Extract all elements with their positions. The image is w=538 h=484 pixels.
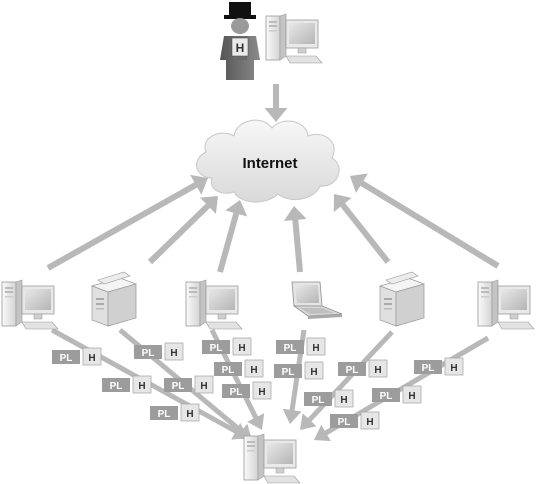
packet-payload	[102, 378, 130, 392]
internet-label: Internet	[242, 155, 297, 172]
arrow-zombie-6-to-internet	[350, 173, 500, 269]
packet-header	[180, 403, 200, 422]
packet-header-label: H	[340, 395, 347, 406]
attack-packet: PL H	[274, 361, 324, 380]
packet-header-label: H	[250, 365, 257, 376]
attack-packet: PL H	[222, 381, 272, 400]
zombie-desktop-1-icon	[1, 279, 59, 330]
packet-payload	[414, 360, 442, 374]
packet-header-label: H	[88, 353, 95, 364]
packet-payload-label: PL	[60, 353, 73, 364]
packet-payload	[214, 362, 242, 376]
attacker-computer-icon	[265, 13, 323, 64]
packet-payload-label: PL	[158, 409, 171, 420]
packet-payload	[134, 345, 162, 359]
attack-packet: PL H	[202, 337, 252, 356]
zombie-desktop-3-icon	[477, 279, 535, 330]
packet-header-label: H	[374, 365, 381, 376]
zombie-desktop-2-icon	[185, 279, 243, 330]
packet-header-label: H	[238, 343, 245, 354]
attack-packet: PL H	[414, 357, 464, 376]
packet-payload	[304, 392, 332, 406]
packet-header-label: H	[310, 367, 317, 378]
packet-header	[306, 337, 326, 356]
packet-payload	[164, 378, 192, 392]
attack-packet: PL H	[330, 411, 380, 430]
packet-payload	[202, 340, 230, 354]
packet-header	[368, 359, 388, 378]
packet-payload-label: PL	[222, 365, 235, 376]
packet-header-label: H	[200, 381, 207, 392]
packet-header-label: H	[366, 417, 373, 428]
arrow-zombie-1-to-internet	[46, 174, 208, 271]
arrow-zombie-3-to-internet	[217, 200, 248, 273]
packet-header-label: H	[408, 391, 415, 402]
internet-cloud: Internet	[196, 119, 340, 203]
attack-packet: PL H	[276, 337, 326, 356]
packet-header-label: H	[312, 343, 319, 354]
packet-payload-label: PL	[284, 343, 297, 354]
packet-payload	[150, 406, 178, 420]
packet-header-label: H	[258, 387, 265, 398]
packet-header	[360, 411, 380, 430]
victim-computer-icon	[243, 433, 301, 484]
zombie-server-2-icon	[379, 271, 425, 327]
packet-header	[304, 361, 324, 380]
packet-header-label: H	[450, 363, 457, 374]
packet-payload-label: PL	[346, 365, 359, 376]
packet-payload-label: PL	[230, 387, 243, 398]
arrow-zombie-5-to-internet	[333, 194, 391, 264]
packet-header	[194, 375, 214, 394]
packet-header	[232, 337, 252, 356]
packet-header	[82, 347, 102, 366]
arrow-zombie-4-to-internet	[283, 206, 307, 273]
packet-header	[402, 385, 422, 404]
packet-payload-label: PL	[380, 391, 393, 402]
attack-packet: PL H	[102, 375, 152, 394]
packet-header	[244, 359, 264, 378]
packet-header	[164, 342, 184, 361]
packet-header-label: H	[186, 409, 193, 420]
packet-payload	[276, 340, 304, 354]
attack-packet: PL H	[52, 347, 102, 366]
packet-header-label: H	[170, 348, 177, 359]
packet-header	[132, 375, 152, 394]
packet-payload-label: PL	[110, 381, 123, 392]
packet-payload	[372, 388, 400, 402]
attacker-badge-letter: H	[236, 41, 245, 55]
packet-payload	[274, 364, 302, 378]
attack-packet: PL H	[164, 375, 214, 394]
attack-packet: PL H	[338, 359, 388, 378]
packet-payload-label: PL	[282, 367, 295, 378]
attacker-figure: H	[220, 2, 260, 80]
packet-payload	[222, 384, 250, 398]
packet-payload	[52, 350, 80, 364]
packet-payload	[330, 414, 358, 428]
attack-packet: PL H	[214, 359, 264, 378]
packet-header-label: H	[138, 381, 145, 392]
packet-payload-label: PL	[142, 348, 155, 359]
attack-packet: PL H	[304, 389, 354, 408]
attack-packet: PL H	[134, 342, 184, 361]
attack-packet: PL H	[372, 385, 422, 404]
packet-payload-label: PL	[338, 417, 351, 428]
arrow-zombie-2-to-internet	[147, 196, 218, 265]
packet-header	[334, 389, 354, 408]
packet-payload-label: PL	[210, 343, 223, 354]
attack-packet: PL H	[150, 403, 200, 422]
packet-payload-label: PL	[172, 381, 185, 392]
packet-payload	[338, 362, 366, 376]
zombie-server-1-icon	[91, 271, 137, 327]
packet-header	[444, 357, 464, 376]
packet-payload-label: PL	[312, 395, 325, 406]
packet-payload-label: PL	[422, 363, 435, 374]
packet-header	[252, 381, 272, 400]
arrow-attacker-to-internet	[264, 84, 288, 122]
zombie-laptop-icon	[291, 281, 343, 320]
arrow-zombie-3-to-victim	[209, 328, 265, 430]
